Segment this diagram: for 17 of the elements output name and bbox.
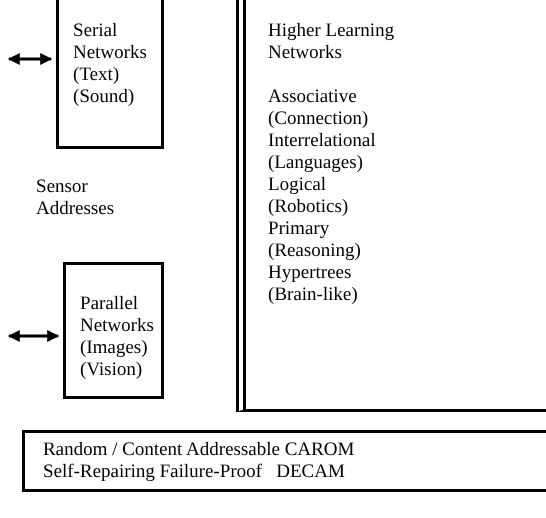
node-text: Primary (Reasoning) xyxy=(268,218,362,262)
text-box xyxy=(56,0,164,149)
node-text: Random / Content Addressable CAROM xyxy=(43,439,354,461)
label-text: Sensor Addresses xyxy=(36,176,114,220)
text-box xyxy=(236,0,546,412)
node-text: Serial Networks (Text) (Sound) xyxy=(73,20,147,108)
node-text: Higher Learning Networks xyxy=(268,20,396,64)
node-text: Self-Repairing Failure-Proof DECAM xyxy=(43,461,345,483)
arrow xyxy=(8,53,52,65)
node-text: Interrelational (Languages) xyxy=(268,130,377,174)
node-text: Hypertrees (Brain-like) xyxy=(268,262,359,306)
arrow xyxy=(8,330,60,342)
text-box xyxy=(63,262,164,399)
text-box xyxy=(22,430,546,492)
node-text: Logical (Robotics) xyxy=(268,174,350,218)
node-text: Parallel Networks (Images) (Vision) xyxy=(80,293,154,381)
node-text: Associative (Connection) xyxy=(268,86,370,130)
